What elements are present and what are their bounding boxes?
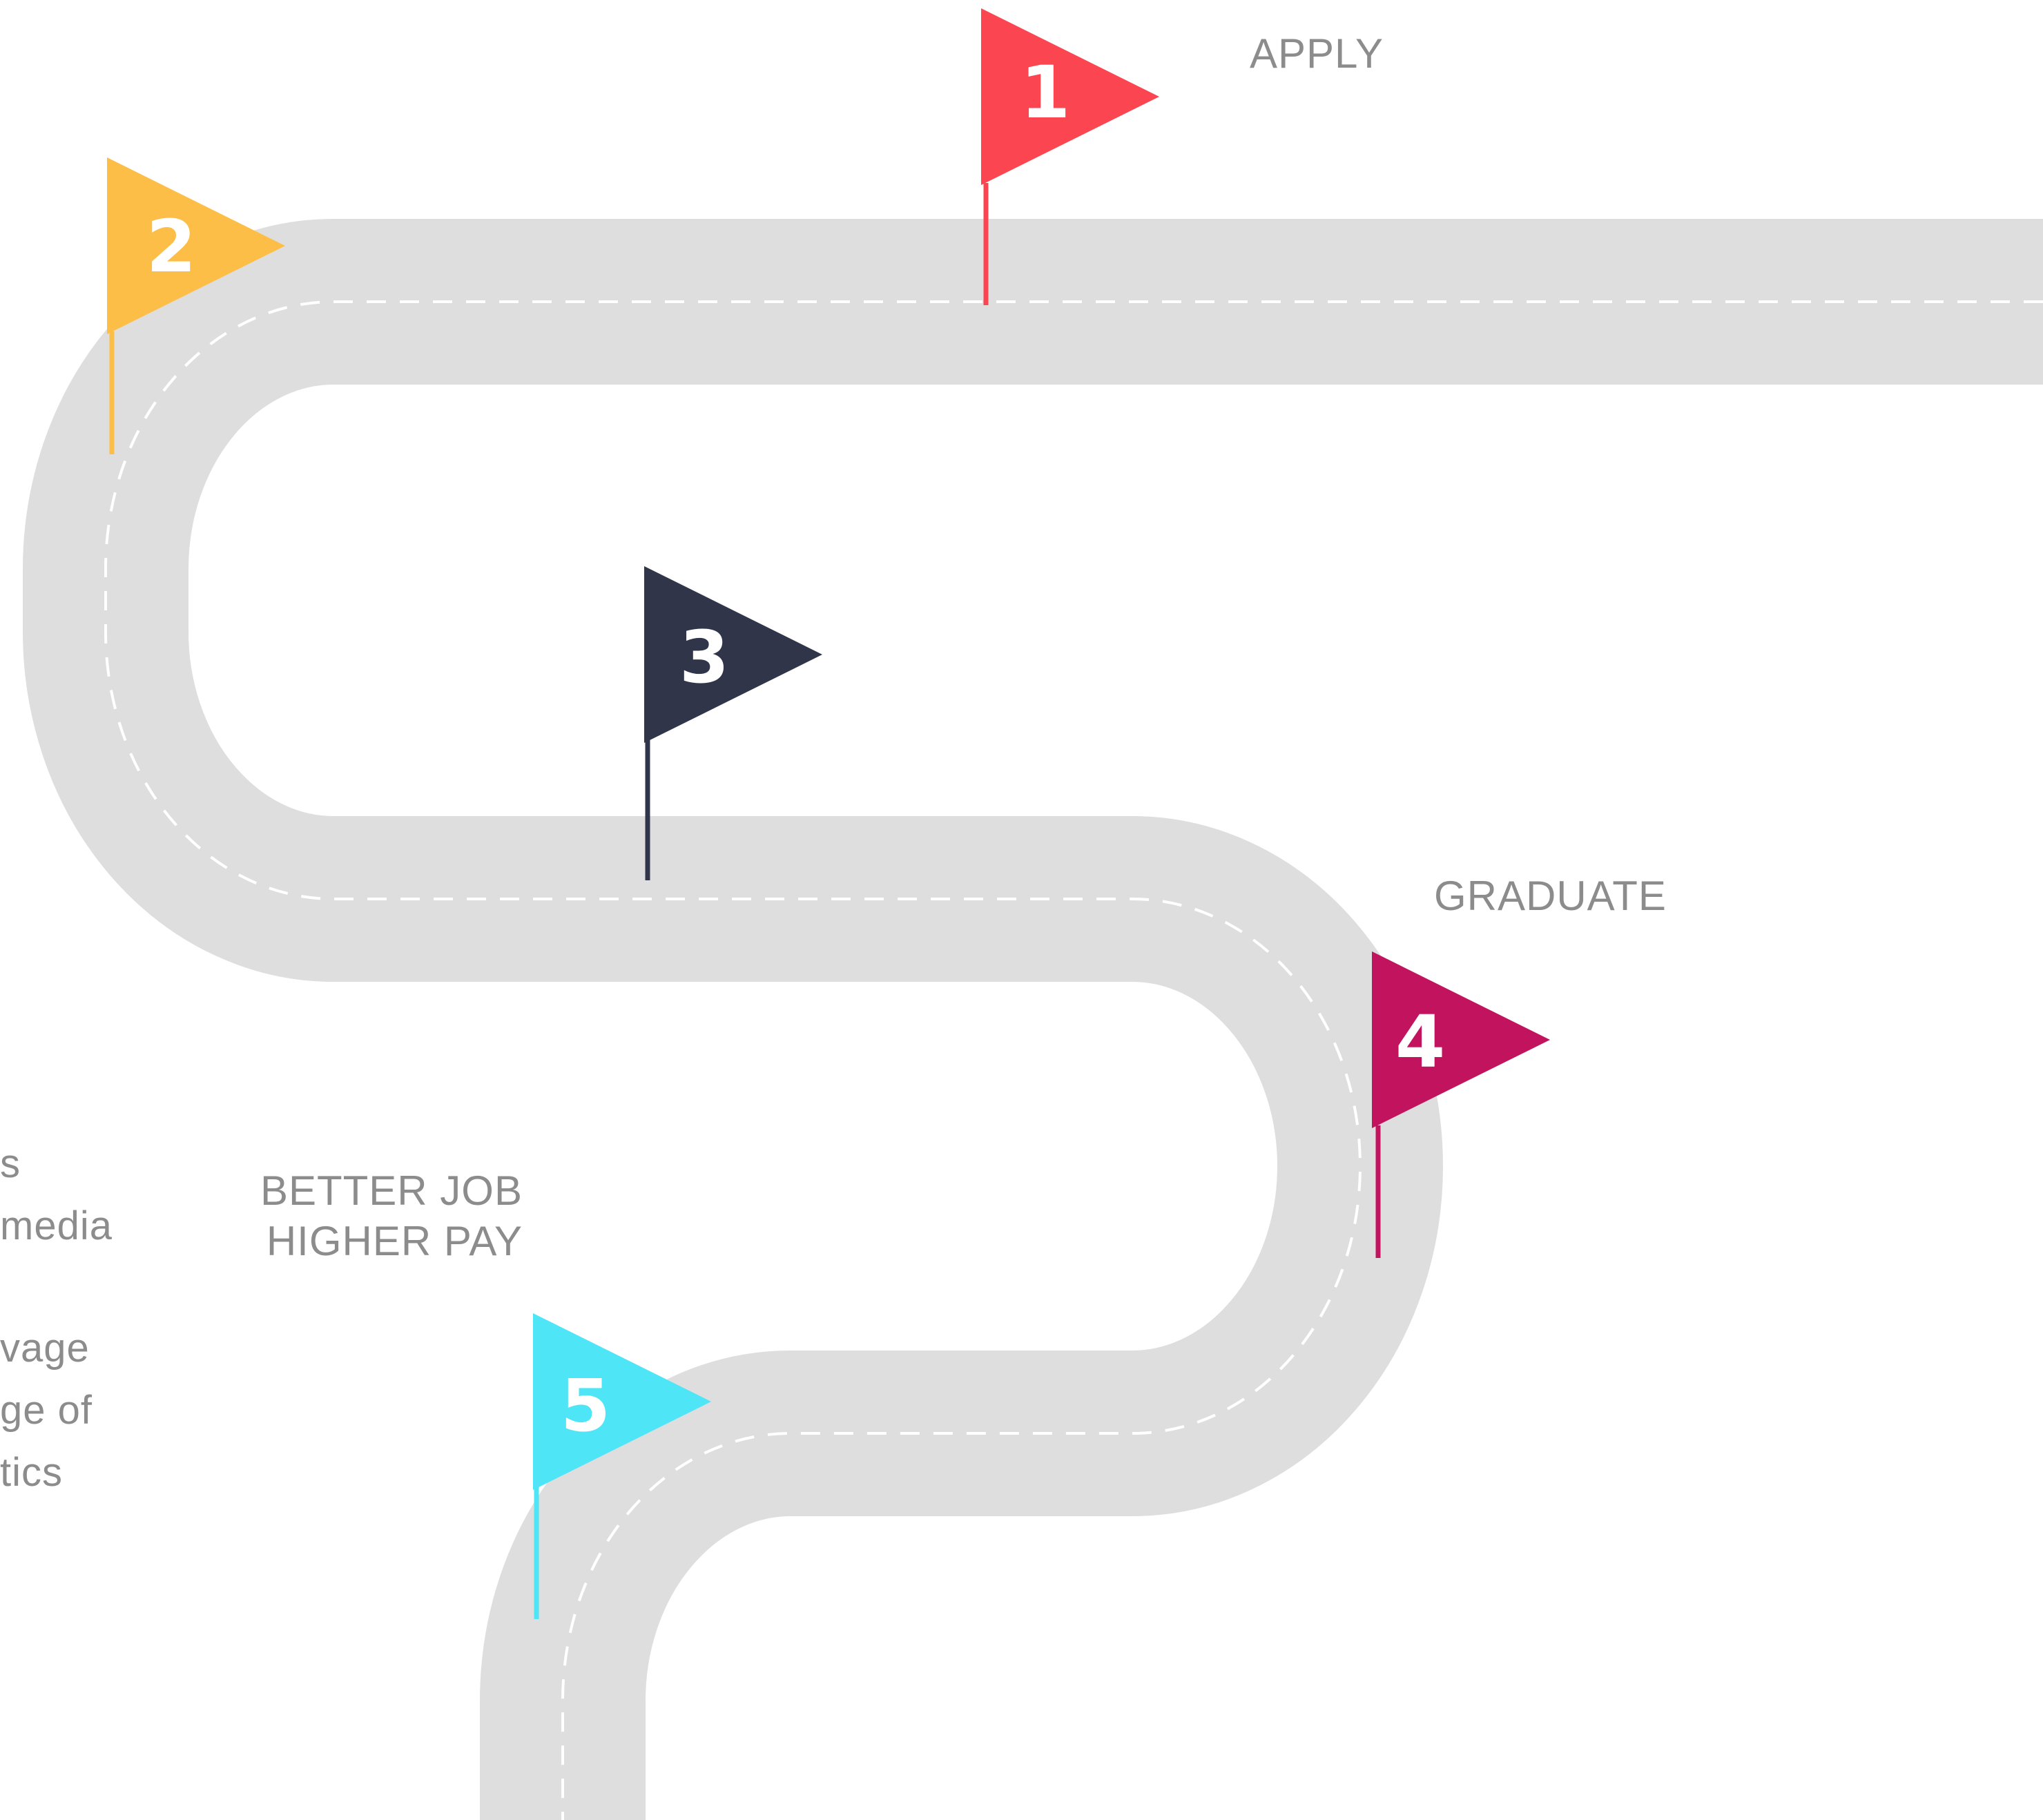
cropped-line-1: s bbox=[0, 1141, 21, 1186]
flag-2-number: 2 bbox=[146, 204, 196, 289]
road-center-line bbox=[106, 302, 2043, 1820]
cropped-line-4: vage bbox=[0, 1326, 90, 1371]
flag-1-number: 1 bbox=[1020, 50, 1070, 135]
flag-4-number: 4 bbox=[1395, 1000, 1445, 1084]
road bbox=[106, 302, 2043, 1820]
cropped-line-5: ge of bbox=[0, 1388, 93, 1433]
label-higher-pay: HIGHER PAY bbox=[267, 1218, 523, 1264]
cropped-line-6: tics bbox=[0, 1450, 63, 1495]
flag-3-pennant bbox=[644, 566, 822, 743]
flag-3-number: 3 bbox=[679, 615, 729, 699]
label-apply: APPLY bbox=[1250, 30, 1384, 77]
cropped-description: s media vage ge of tics bbox=[0, 1141, 113, 1495]
label-graduate: GRADUATE bbox=[1434, 873, 1667, 919]
label-better-job: BETTER JOB bbox=[260, 1168, 523, 1214]
cropped-line-2: media bbox=[0, 1203, 113, 1248]
flag-5-number: 5 bbox=[561, 1364, 610, 1448]
